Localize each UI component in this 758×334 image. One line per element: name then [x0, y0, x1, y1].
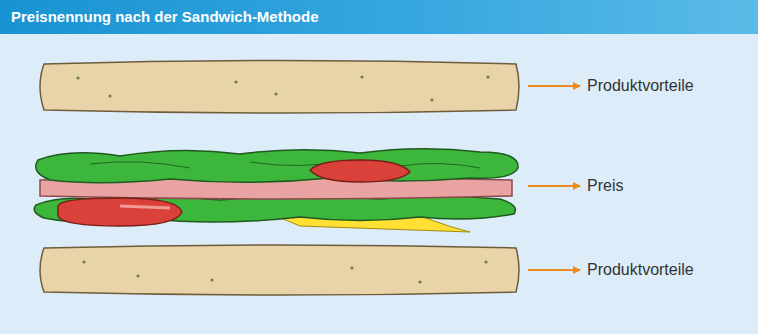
- tomato-slice: [310, 160, 410, 182]
- lettuce-vein: [90, 160, 480, 168]
- bread-dots: [76, 75, 489, 101]
- bread-dot: [360, 75, 363, 78]
- leader-arrow: [528, 85, 580, 87]
- bread-dot: [430, 98, 433, 101]
- bread-dot: [484, 260, 487, 263]
- bread-dot: [486, 75, 489, 78]
- bread-dot: [418, 280, 421, 283]
- bread-dot: [108, 94, 111, 97]
- bread-dot: [234, 80, 237, 83]
- leader-arrow: [528, 269, 580, 271]
- bread-slice: [40, 245, 519, 295]
- tomato-highlight: [120, 206, 170, 208]
- bread-dots: [82, 260, 487, 283]
- lettuce: [36, 149, 518, 183]
- leader-arrow: [528, 185, 580, 187]
- bread-dot: [274, 92, 277, 95]
- bread-dot: [210, 278, 213, 281]
- bread-dot: [76, 76, 79, 79]
- callout-label: Produktvorteile: [587, 261, 694, 279]
- tomato-slice: [58, 198, 182, 226]
- callout-label: Produktvorteile: [587, 77, 694, 95]
- diagram-title: Preisnennung nach der Sandwich-Methode: [11, 8, 319, 25]
- bread-slice: [40, 61, 519, 114]
- bread-dot: [136, 274, 139, 277]
- bread-dot: [82, 260, 85, 263]
- callout-label: Preis: [587, 177, 623, 195]
- bread-dot: [350, 266, 353, 269]
